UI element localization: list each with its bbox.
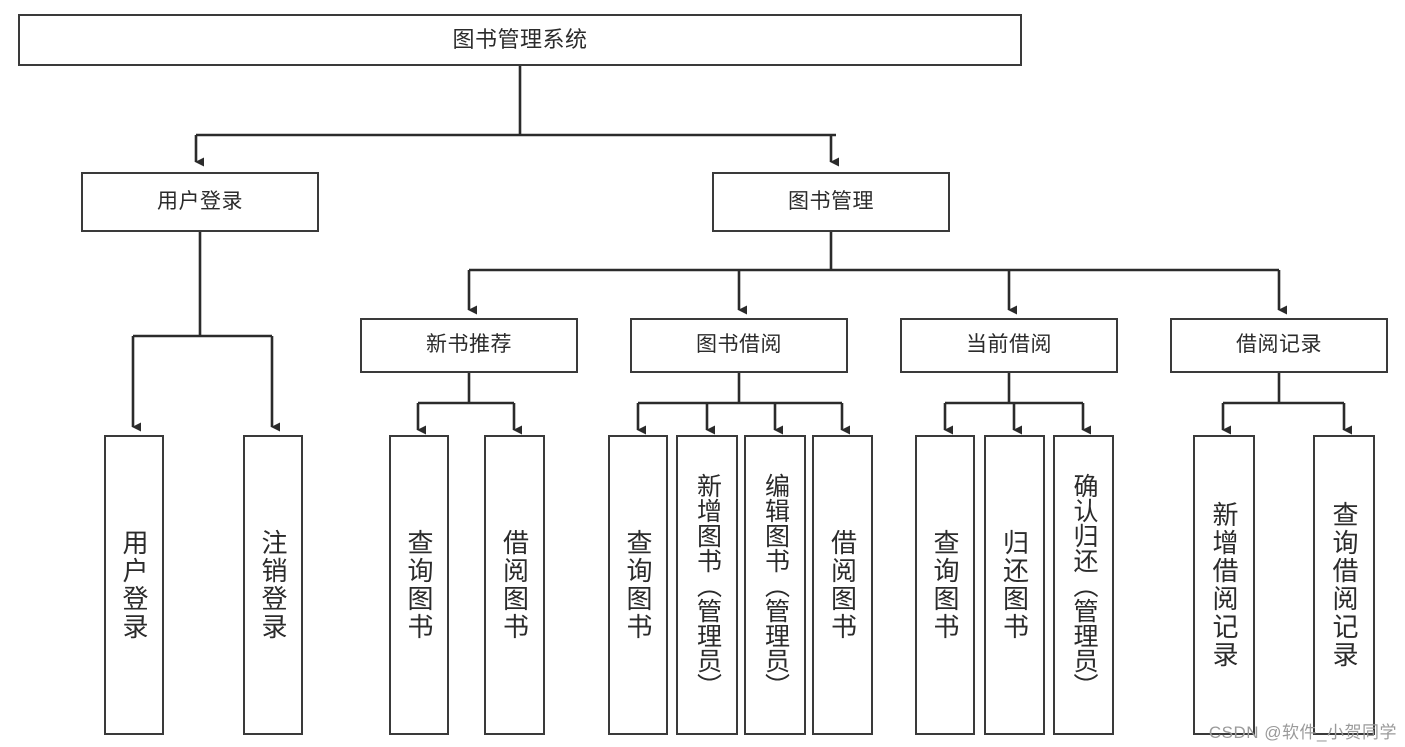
leaf-new-book-borrow-books[interactable]: 借阅图书 (484, 435, 545, 735)
node-label: 用户登录 (157, 189, 243, 213)
node-label: 借阅图书 (827, 529, 858, 641)
node-label: 借阅记录 (1236, 333, 1322, 357)
node-new-book-recommendation[interactable]: 新书推荐 (360, 318, 578, 373)
leaf-book-borrow-borrow-books[interactable]: 借阅图书 (812, 435, 873, 735)
node-label: 查询图书 (404, 529, 435, 641)
leaf-user-login-login[interactable]: 用户登录 (104, 435, 164, 735)
node-label: 新增借阅记录 (1209, 501, 1240, 669)
node-label: 归还图书 (999, 529, 1030, 641)
node-book-management[interactable]: 图书管理 (712, 172, 950, 232)
leaf-user-login-logout[interactable]: 注销登录 (243, 435, 303, 735)
leaf-current-borrow-return-books[interactable]: 归还图书 (984, 435, 1045, 735)
leaf-current-borrow-confirm-return-admin[interactable]: 确认归还（管理员） (1053, 435, 1114, 735)
leaf-book-borrow-add-book-admin[interactable]: 新增图书（管理员） (676, 435, 738, 735)
node-label: 图书借阅 (696, 333, 782, 357)
leaf-borrow-record-query-record[interactable]: 查询借阅记录 (1313, 435, 1375, 735)
node-label: 确认归还（管理员） (1070, 472, 1098, 698)
node-label: 借阅图书 (499, 529, 530, 641)
node-label: 图书管理系统 (452, 27, 588, 53)
leaf-current-borrow-query-books[interactable]: 查询图书 (915, 435, 975, 735)
node-label: 新书推荐 (426, 333, 512, 357)
node-label: 查询图书 (930, 529, 961, 641)
node-label: 注销登录 (258, 529, 289, 641)
node-book-borrowing[interactable]: 图书借阅 (630, 318, 848, 373)
node-label: 用户登录 (119, 529, 150, 641)
node-label: 编辑图书（管理员） (761, 472, 790, 698)
node-label: 当前借阅 (966, 333, 1052, 357)
watermark-text: CSDN @软件_小贺同学 (1208, 723, 1397, 742)
node-borrowing-record[interactable]: 借阅记录 (1170, 318, 1388, 373)
leaf-borrow-record-add-record[interactable]: 新增借阅记录 (1193, 435, 1255, 735)
node-label: 新增图书（管理员） (693, 472, 722, 698)
node-label: 查询图书 (623, 529, 654, 641)
node-user-login[interactable]: 用户登录 (81, 172, 319, 232)
node-current-borrowing[interactable]: 当前借阅 (900, 318, 1118, 373)
node-label: 图书管理 (788, 189, 874, 213)
leaf-book-borrow-edit-book-admin[interactable]: 编辑图书（管理员） (744, 435, 806, 735)
leaf-new-book-query-books[interactable]: 查询图书 (389, 435, 449, 735)
node-label: 查询借阅记录 (1329, 501, 1360, 669)
leaf-book-borrow-query-books[interactable]: 查询图书 (608, 435, 668, 735)
node-root-library-management-system[interactable]: 图书管理系统 (18, 14, 1022, 66)
